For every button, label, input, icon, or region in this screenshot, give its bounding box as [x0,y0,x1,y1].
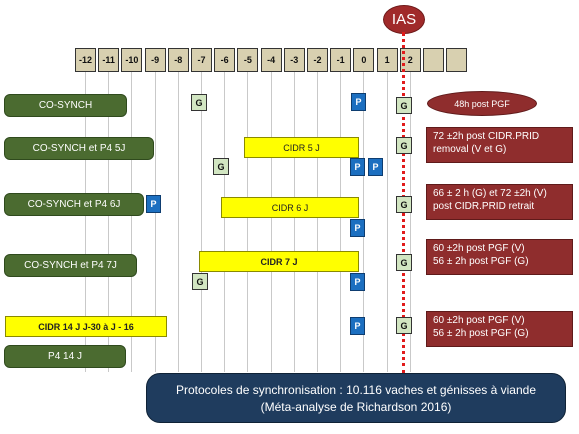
day-gridline [201,66,202,372]
note-line: post CIDR.PRID retrait [433,201,535,212]
note-line: 72 ±2h post CIDR.PRID [433,131,540,142]
protocol-cosynch-p4-5j: CO-SYNCH et P4 5J [4,137,154,160]
pgf-marker: P [350,273,365,291]
note-60h-b: 60 ±2h post PGF (V) 56 ± 2h post PGF (G) [426,311,573,347]
day-gridline [293,66,295,372]
protocol-label: CO-SYNCH et P4 5J [32,143,126,154]
pgf-marker: P [146,195,161,213]
day-gridline [409,66,411,372]
cidr-6j-bar: CIDR 6 J [221,197,359,218]
day-gridline [270,66,272,372]
day-cell: -2 [307,48,328,72]
day-cell: -11 [98,48,120,72]
day-gridline [386,66,388,372]
day-cell: -1 [330,48,352,72]
cidr-14j-bar: CIDR 14 J J-30 à J - 16 [5,316,167,337]
gnrh-marker: G [396,196,412,213]
protocol-label: CO-SYNCH [38,100,93,111]
day-cell [423,48,444,72]
summary-banner: Protocoles de synchronisation : 10.116 v… [146,373,566,423]
cidr-5j-bar: CIDR 5 J [244,137,359,158]
note-line: removal (V et G) [433,144,507,155]
ias-label: IAS [391,11,417,28]
protocol-label: CO-SYNCH et P4 7J [24,260,117,271]
gnrh-marker: G [213,158,229,175]
day-cell: -10 [121,48,143,72]
day-gridline [131,66,133,372]
protocol-label: CO-SYNCH et P4 6J [27,199,121,210]
cidr-label: CIDR 14 J J-30 à J - 16 [38,321,134,332]
pgf-marker: P [350,317,365,335]
pgf-marker: P [350,158,365,176]
note-48h: 48h post PGF [427,91,537,116]
gnrh-marker: G [192,273,208,290]
day-gridline [317,66,318,372]
note-line: 56 ± 2h post PGF (G) [433,328,529,339]
pgf-marker: P [351,93,366,111]
note-72h: 72 ±2h post CIDR.PRID removal (V et G) [426,127,573,163]
day-cell: -7 [191,48,212,72]
protocol-p4-14j: P4 14 J [4,345,126,368]
gnrh-marker: G [191,94,207,111]
gnrh-marker: G [396,137,412,154]
day-gridline [108,66,110,372]
note-line: 60 ±2h post PGF (V) [433,243,525,254]
day-gridline [177,66,179,372]
pgf-marker: P [350,219,365,237]
note-text: 48h post PGF [454,98,510,109]
day-cell: 2 [399,48,421,72]
protocol-cosynch: CO-SYNCH [4,94,127,117]
day-gridline [340,66,342,372]
day-cell [446,48,468,72]
banner-line-1: Protocoles de synchronisation : 10.116 v… [176,382,536,397]
day-gridline [224,66,226,372]
gnrh-marker: G [396,317,412,334]
cidr-label: CIDR 7 J [260,256,298,267]
day-cell: -6 [214,48,236,72]
note-line: 60 ±2h post PGF (V) [433,315,525,326]
day-gridline [247,66,249,372]
note-66h: 66 ± 2 h (G) et 72 ±2h (V) post CIDR.PRI… [426,184,573,220]
banner-line-2: (Méta-analyse de Richardson 2016) [260,399,452,414]
ias-bubble: IAS [383,5,425,34]
note-line: 56 ± 2h post PGF (G) [433,256,529,267]
day-gridline [154,66,156,372]
day-cell: 1 [376,48,398,72]
protocol-cosynch-p4-7j: CO-SYNCH et P4 7J [4,254,137,277]
day-cell: -9 [144,48,166,72]
protocol-cosynch-p4-6j: CO-SYNCH et P4 6J [4,193,144,216]
day-cell: -12 [75,48,96,72]
gnrh-marker: G [396,254,412,271]
day-gridline [85,66,86,372]
note-60h-a: 60 ±2h post PGF (V) 56 ± 2h post PGF (G) [426,239,573,275]
day-cell: -3 [283,48,305,72]
day-cell: 0 [353,48,375,72]
cidr-label: CIDR 5 J [283,142,320,153]
day-cell: -8 [167,48,189,72]
cidr-label: CIDR 6 J [271,202,309,213]
day-cell: -4 [260,48,282,72]
protocol-label: P4 14 J [48,351,82,362]
cidr-7j-bar: CIDR 7 J [199,251,359,272]
pgf-marker: P [368,158,383,176]
note-line: 66 ± 2 h (G) et 72 ±2h (V) [433,188,547,199]
gnrh-marker: G [396,97,412,114]
day-cell: -5 [237,48,259,72]
